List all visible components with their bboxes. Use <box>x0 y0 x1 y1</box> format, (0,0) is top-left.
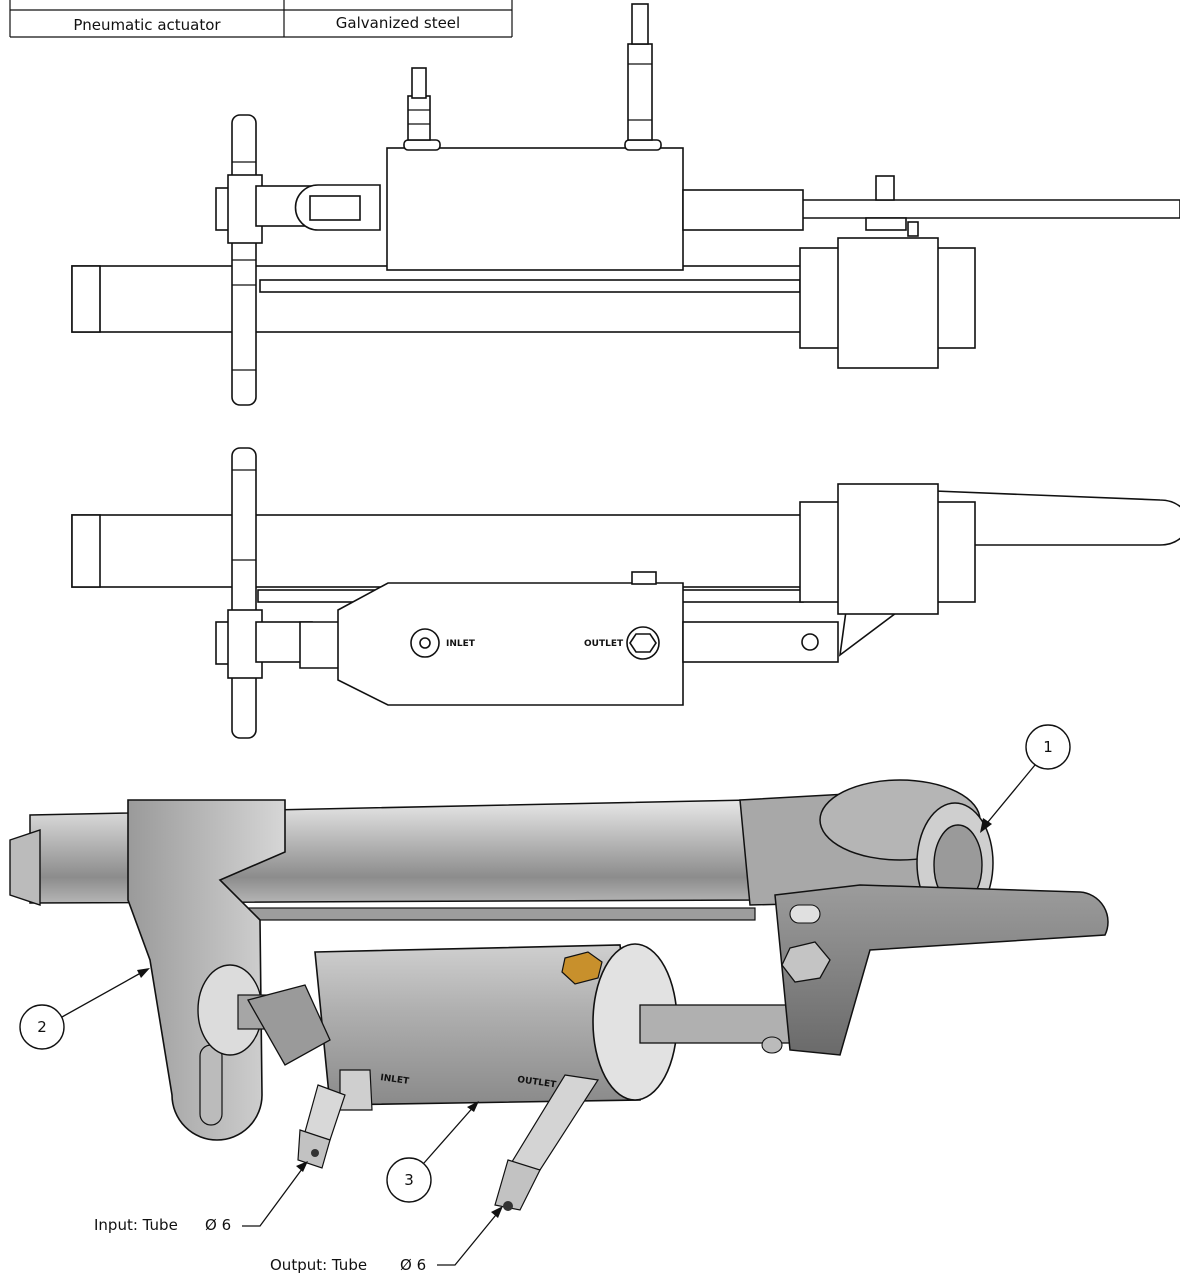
stem-bolt <box>875 175 895 201</box>
iso-rod-pin <box>761 1036 783 1054</box>
output-tube-text: Output: Tube <box>270 1256 367 1274</box>
iso-handle-nut <box>781 941 831 983</box>
cylinder-body <box>337 582 684 706</box>
clevis-slot <box>309 195 361 221</box>
port-base <box>624 139 662 151</box>
tie-rod <box>259 279 801 293</box>
input-tube-text: Input: Tube <box>94 1216 178 1234</box>
top-view <box>71 3 1180 406</box>
iso-rod-right <box>639 1004 806 1044</box>
bom-material-cell: Galvanized steel <box>336 14 460 32</box>
iso-bracket-slot <box>199 1044 223 1126</box>
port-base <box>403 139 441 151</box>
callout-1: 1 <box>980 724 1071 833</box>
bom-part-cell: Pneumatic actuator <box>73 16 221 34</box>
bom-row-2: Pneumatic actuator Galvanized steel <box>73 14 460 34</box>
iso-brass-plug <box>561 951 603 985</box>
valve-center <box>837 483 939 615</box>
front-view: INLET OUTLET <box>71 447 1180 739</box>
iso-handle <box>774 884 1109 1056</box>
input-tube-size: Ø 6 <box>205 1216 231 1234</box>
iso-tie-rod <box>234 907 756 921</box>
outlet-port-hex <box>629 633 657 653</box>
outlet-fitting <box>627 3 653 141</box>
iso-inlet-label: INLET <box>380 1073 411 1087</box>
stem-nut <box>865 217 907 231</box>
stem-pin <box>907 221 919 237</box>
iso-bracket <box>127 799 286 1141</box>
pipe-thread <box>71 514 101 588</box>
pipe <box>251 514 803 588</box>
pipe <box>251 265 803 333</box>
rod-pin <box>801 633 819 651</box>
callout-number: 3 <box>404 1171 414 1189</box>
top-plug <box>631 571 657 585</box>
inlet-label: INLET <box>446 639 476 649</box>
iso-clevis <box>247 984 331 1066</box>
output-tube-size: Ø 6 <box>400 1256 426 1274</box>
iso-outlet-fitting <box>494 1074 600 1211</box>
iso-pipe-thread <box>9 829 41 906</box>
output-tube-label: Output: Tube Ø 6 <box>270 1206 503 1274</box>
callout-2: 2 <box>19 968 150 1050</box>
callout-3: 3 <box>386 1101 479 1203</box>
inlet-port-bore <box>419 637 431 649</box>
isometric-view: INLET OUTLET <box>9 779 1109 1211</box>
outlet-label: OUTLET <box>584 639 624 649</box>
cylinder-body <box>386 147 684 271</box>
bom-table: Pneumatic actuator Galvanized steel <box>9 0 513 38</box>
iso-inlet-fitting <box>297 1069 373 1169</box>
iso-handle-slot <box>789 904 821 924</box>
input-tube-label: Input: Tube Ø 6 <box>94 1161 308 1234</box>
inlet-fitting <box>407 67 431 141</box>
bracket-plate <box>231 447 257 739</box>
callout-number: 2 <box>37 1018 47 1036</box>
pipe-thread <box>71 265 101 333</box>
valve-center <box>837 237 939 369</box>
callout-number: 1 <box>1043 738 1053 756</box>
piston-rod-right <box>682 189 804 231</box>
